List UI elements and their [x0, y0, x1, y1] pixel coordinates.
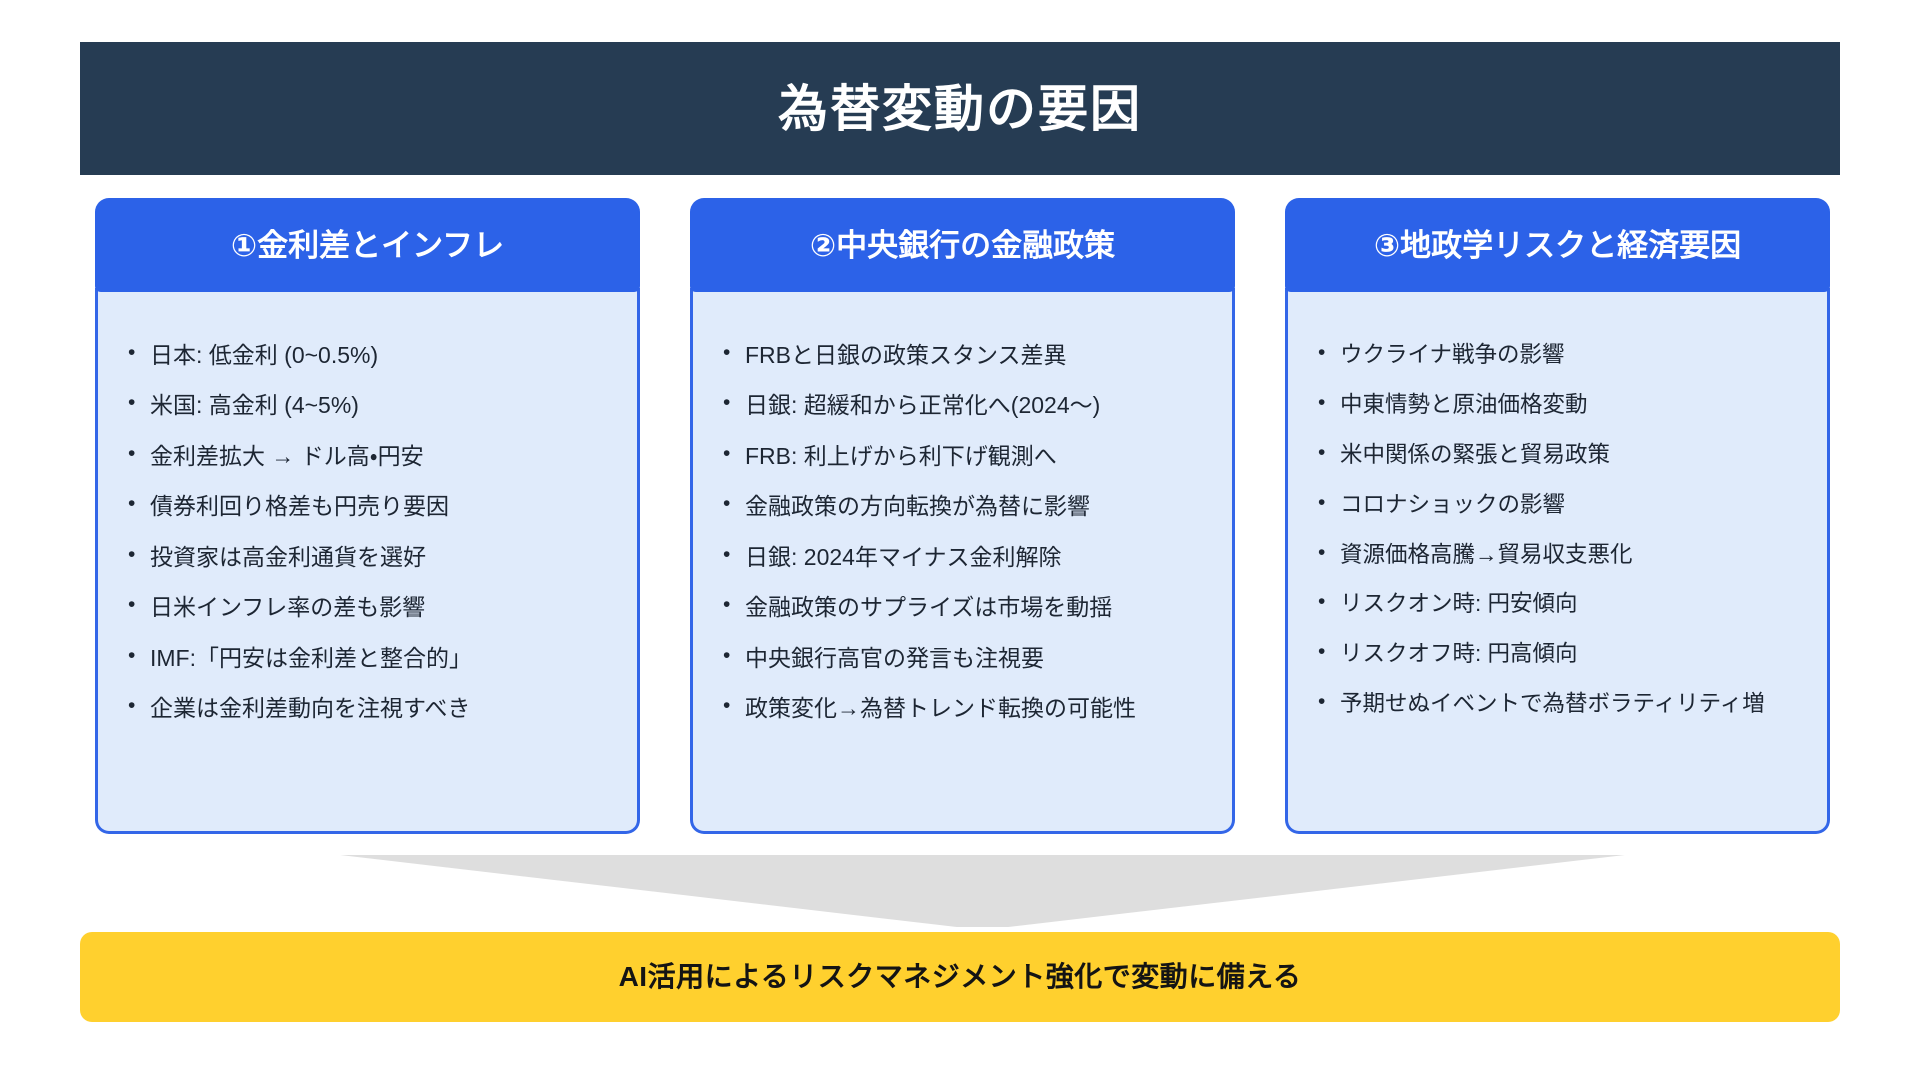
list-item: 金融政策の方向転換が為替に影響 — [723, 492, 1218, 519]
factor-cards-row: ①金利差とインフレ 日本: 低金利 (0~0.5%) 米国: 高金利 (4~5%… — [95, 198, 1830, 838]
down-arrow-shape — [340, 855, 1625, 927]
conclusion-banner-text: AI活用によるリスクマネジメント強化で変動に備える — [618, 961, 1302, 992]
factor-card-3: ③地政学リスクと経済要因 ウクライナ戦争の影響 中東情勢と原油価格変動 米中関係… — [1285, 198, 1830, 834]
factor-card-3-bullet-list: ウクライナ戦争の影響 中東情勢と原油価格変動 米中関係の緊張と貿易政策 コロナシ… — [1318, 341, 1813, 717]
list-item: リスクオン時: 円安傾向 — [1318, 590, 1813, 617]
factor-card-3-title: ③地政学リスクと経済要因 — [1373, 227, 1742, 263]
list-item: 日米インフレ率の差も影響 — [128, 593, 623, 620]
list-item: 日本: 低金利 (0~0.5%) — [128, 341, 623, 368]
slide-title-bar: 為替変動の要因 — [80, 42, 1840, 175]
factor-card-3-header: ③地政学リスクと経済要因 — [1285, 198, 1830, 292]
list-item: 日銀: 超緩和から正常化へ(2024〜) — [723, 391, 1218, 418]
factor-card-3-body: ウクライナ戦争の影響 中東情勢と原油価格変動 米中関係の緊張と貿易政策 コロナシ… — [1285, 288, 1830, 834]
list-item: 金利差拡大 → ドル高・円安 — [128, 442, 623, 469]
list-item: 中央銀行高官の発言も注視要 — [723, 644, 1218, 671]
factor-card-2-bullet-list: FRBと日銀の政策スタンス差異 日銀: 超緩和から正常化へ(2024〜) FRB… — [723, 341, 1218, 722]
page-title: 為替変動の要因 — [778, 80, 1142, 137]
list-item: FRB: 利上げから利下げ観測へ — [723, 442, 1218, 469]
list-item: 政策変化→為替トレンド転換の可能性 — [723, 694, 1218, 721]
factor-card-2-title: ②中央銀行の金融政策 — [809, 227, 1116, 263]
list-item: 予期せぬイベントで為替ボラティリティ増 — [1318, 690, 1813, 717]
list-item: 米国: 高金利 (4~5%) — [128, 391, 623, 418]
list-item: 金融政策のサプライズは市場を動揺 — [723, 593, 1218, 620]
list-item: コロナショックの影響 — [1318, 491, 1813, 518]
list-item: 資源価格高騰→貿易収支悪化 — [1318, 541, 1813, 568]
list-item: リスクオフ時: 円高傾向 — [1318, 640, 1813, 667]
down-arrow-icon — [340, 855, 1625, 927]
factor-card-1-title: ①金利差とインフレ — [230, 227, 505, 263]
list-item: 企業は金利差動向を注視すべき — [128, 694, 623, 721]
list-item: FRBと日銀の政策スタンス差異 — [723, 341, 1218, 368]
list-item: 債券利回り格差も円売り要因 — [128, 492, 623, 519]
conclusion-banner: AI活用によるリスクマネジメント強化で変動に備える — [80, 932, 1840, 1022]
list-item: 投資家は高金利通貨を選好 — [128, 543, 623, 570]
list-item: ウクライナ戦争の影響 — [1318, 341, 1813, 368]
list-item: 中東情勢と原油価格変動 — [1318, 391, 1813, 418]
factor-card-2-body: FRBと日銀の政策スタンス差異 日銀: 超緩和から正常化へ(2024〜) FRB… — [690, 288, 1235, 834]
list-item: IMF:「円安は金利差と整合的」 — [128, 644, 623, 671]
list-item: 日銀: 2024年マイナス金利解除 — [723, 543, 1218, 570]
factor-card-1-header: ①金利差とインフレ — [95, 198, 640, 292]
factor-card-1-body: 日本: 低金利 (0~0.5%) 米国: 高金利 (4~5%) 金利差拡大 → … — [95, 288, 640, 834]
factor-card-1-bullet-list: 日本: 低金利 (0~0.5%) 米国: 高金利 (4~5%) 金利差拡大 → … — [128, 341, 623, 722]
factor-card-2-header: ②中央銀行の金融政策 — [690, 198, 1235, 292]
list-item: 米中関係の緊張と貿易政策 — [1318, 441, 1813, 468]
factor-card-1: ①金利差とインフレ 日本: 低金利 (0~0.5%) 米国: 高金利 (4~5%… — [95, 198, 640, 834]
factor-card-2: ②中央銀行の金融政策 FRBと日銀の政策スタンス差異 日銀: 超緩和から正常化へ… — [690, 198, 1235, 834]
